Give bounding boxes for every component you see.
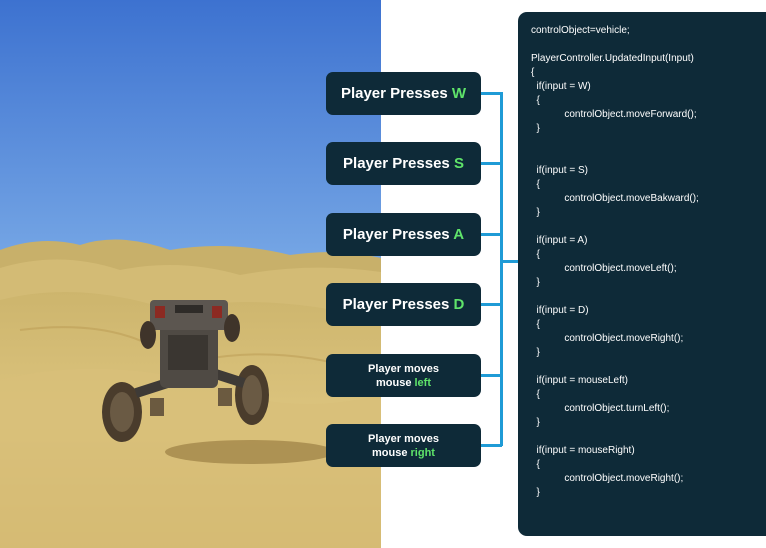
code-line: { (531, 95, 540, 106)
code-line: controlObject.moveRight(); (531, 333, 684, 344)
connector-branch-mouse-left (481, 374, 502, 377)
code-line: if(input = A) (531, 235, 588, 246)
input-key: S (453, 155, 464, 172)
input-press-w: Player Presses W (326, 72, 481, 115)
code-line: controlObject.moveRight(); (531, 473, 684, 484)
code-line: { (531, 249, 540, 260)
connector-branch-a (481, 233, 502, 236)
code-line: { (531, 67, 535, 78)
input-label-line1: Player moves (368, 433, 439, 445)
connector-branch-w (481, 92, 502, 95)
code-line: } (531, 207, 540, 218)
connector-to-code (500, 260, 518, 263)
code-line: { (531, 319, 540, 330)
code-line: controlObject.moveForward(); (531, 109, 697, 120)
code-line: PlayerController.UpdatedInput(Input) (531, 53, 694, 64)
connector-trunk (500, 92, 503, 446)
code-line: } (531, 487, 540, 498)
input-mouse-right: Player moves mouse right (326, 424, 481, 467)
vehicle (102, 300, 269, 442)
input-mouse-left: Player moves mouse left (326, 354, 481, 397)
input-key: left (414, 377, 432, 389)
code-line: } (531, 347, 540, 358)
connector-branch-s (481, 162, 502, 165)
input-label: Player Presses (343, 155, 454, 172)
code-line: controlObject.moveLeft(); (531, 263, 677, 274)
input-label-line2: mouse (372, 447, 411, 459)
code-line: { (531, 389, 540, 400)
input-label: Player Presses (342, 226, 454, 243)
code-line: } (531, 123, 540, 134)
code-line (531, 290, 699, 304)
code-line (531, 38, 699, 52)
code-line: if(input = mouseRight) (531, 445, 635, 456)
code-panel (518, 12, 766, 536)
code-line (531, 360, 699, 374)
connector-branch-mouse-right (481, 444, 502, 447)
code-line: { (531, 179, 540, 190)
connector-branch-d (481, 303, 502, 306)
code-line (531, 220, 699, 234)
code-line: if(input = W) (531, 81, 591, 92)
code-line: { (531, 459, 540, 470)
code-line: controlObject.moveBakward(); (531, 193, 699, 204)
input-key: D (453, 296, 465, 313)
input-label: Player Presses (342, 296, 454, 313)
code-line (531, 430, 699, 444)
input-press-s: Player Presses S (326, 142, 481, 185)
code-line: if(input = D) (531, 305, 589, 316)
input-key: W (451, 85, 467, 102)
code-line (531, 150, 699, 164)
input-key: right (410, 447, 435, 459)
code-line: } (531, 277, 540, 288)
input-label: Player Presses (340, 85, 452, 102)
code-line: if(input = S) (531, 165, 588, 176)
input-press-a: Player Presses A (326, 213, 481, 256)
input-key: A (453, 226, 465, 243)
input-press-d: Player Presses D (326, 283, 481, 326)
code-line: controlObject.turnLeft(); (531, 403, 670, 414)
code-line: if(input = mouseLeft) (531, 375, 628, 386)
code-line: controlObject=vehicle; (531, 25, 630, 36)
input-label-line2: mouse (375, 377, 415, 389)
input-label-line1: Player moves (368, 363, 439, 375)
code-block: controlObject=vehicle; PlayerController.U… (531, 24, 699, 500)
code-line (531, 136, 699, 150)
code-line: } (531, 417, 540, 428)
game-scene-image (0, 0, 381, 548)
